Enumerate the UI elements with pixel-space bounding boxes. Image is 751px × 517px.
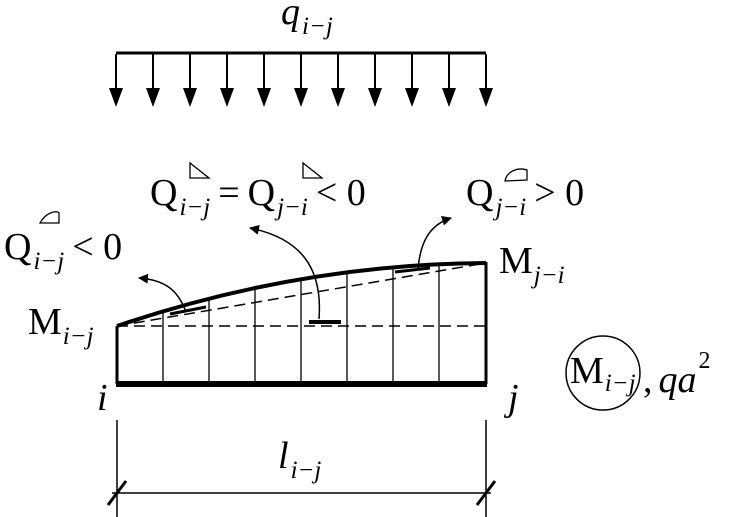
legend-subscript: i−j — [605, 370, 636, 397]
legend-circle — [565, 335, 641, 411]
load-arrow — [109, 54, 123, 107]
slope-glyph-middle-1 — [189, 161, 211, 179]
span-label: li−j — [278, 435, 321, 484]
moment-start-symbol: M — [28, 301, 62, 343]
node-start-label: i — [97, 377, 108, 419]
load-arrow — [146, 54, 160, 107]
shear-right-label: Qj−i > 0 — [466, 172, 584, 221]
span-subscript: i−j — [291, 457, 322, 484]
shear-left-subscript: i−j — [33, 248, 64, 275]
slope-mark-right — [394, 266, 431, 274]
shear-middle-label: Qi−j=Qj−i< 0 — [150, 172, 366, 221]
node-end-label: j — [503, 377, 519, 419]
legend-units-base: qa — [659, 359, 697, 401]
shear-left-relation: < 0 — [72, 226, 122, 268]
legend-units: ,qa2 — [643, 348, 711, 401]
shear-right-relation: > 0 — [534, 172, 584, 214]
diagram-hatching — [162, 264, 440, 382]
legend-separator: , — [643, 359, 653, 401]
span-symbol: l — [278, 435, 289, 477]
slope-glyph-right — [504, 168, 528, 182]
shear-middle-symbol-2: Q — [248, 172, 275, 214]
shear-middle-equals: = — [218, 172, 239, 214]
shear-left-arrow — [138, 273, 187, 313]
load-arrow — [220, 54, 234, 107]
load-label: qi−j — [281, 0, 333, 40]
moment-curve — [116, 261, 487, 328]
legend-units-exponent: 2 — [699, 348, 711, 374]
load-subscript: i−j — [302, 13, 333, 40]
shear-middle-subscript-2: j−i — [274, 194, 308, 221]
shear-middle-symbol-1: Q — [150, 172, 177, 214]
load-arrow — [183, 54, 197, 107]
moment-end-subscript: j−i — [531, 262, 565, 289]
load-arrow — [294, 54, 308, 107]
dimension-slash-left — [106, 480, 128, 506]
dimension-slash-right — [475, 480, 497, 506]
shear-left-symbol: Q — [4, 226, 31, 268]
shear-middle-relation: < 0 — [316, 172, 366, 214]
shear-left-label: Qi−j < 0 — [4, 226, 122, 275]
shear-right-symbol: Q — [466, 172, 493, 214]
load-arrow — [331, 54, 345, 107]
moment-start-label: Mi−j — [28, 301, 94, 350]
shear-right-subscript: j−i — [492, 194, 526, 221]
load-arrow — [368, 54, 382, 107]
distributed-load — [109, 51, 493, 107]
load-arrow — [442, 54, 456, 107]
load-arrow — [257, 54, 271, 107]
shear-right-arrow — [417, 215, 452, 271]
load-symbol: q — [281, 0, 300, 33]
slope-mark-left — [169, 305, 207, 316]
slope-glyph-left — [38, 211, 60, 224]
moment-end-label: Mj−i — [499, 240, 565, 289]
chord-dashed-line — [116, 262, 487, 327]
moment-start-subscript: i−j — [63, 323, 94, 350]
load-arrow — [405, 54, 419, 107]
legend-label: Mi−j — [570, 350, 636, 397]
legend-symbol: M — [570, 350, 604, 392]
slope-glyph-middle-2 — [302, 161, 324, 179]
shear-middle-subscript-1: i−j — [179, 194, 210, 221]
load-arrow — [479, 54, 493, 107]
load-arrows — [109, 54, 493, 107]
shear-middle-arrow — [249, 224, 321, 320]
moment-end-symbol: M — [499, 240, 533, 282]
